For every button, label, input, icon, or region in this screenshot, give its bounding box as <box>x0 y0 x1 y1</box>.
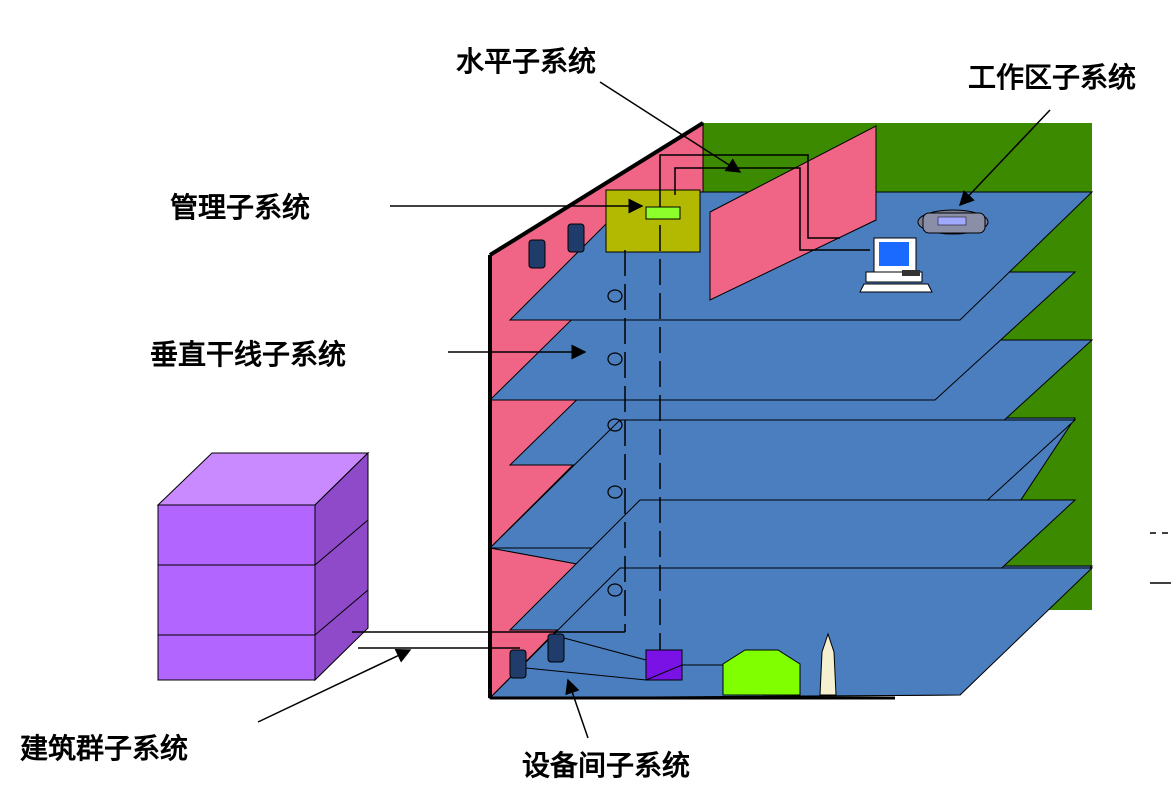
label-building-group-subsystem: 建筑群子系统 <box>20 732 189 765</box>
telephone-icon <box>917 209 989 235</box>
arrow-building-group <box>257 649 412 723</box>
management-module <box>645 206 681 220</box>
arrow-equipment-room <box>565 678 589 739</box>
computer-icon <box>859 237 933 293</box>
rack-icon <box>819 632 837 696</box>
callout-arrows <box>257 81 1051 739</box>
vertical-backbone-cables <box>624 225 661 655</box>
management-panel <box>605 189 701 253</box>
label-management-subsystem: 管理子系统 <box>170 191 311 224</box>
equipment-room-box <box>645 649 683 681</box>
label-horizontal-subsystem: 水平子系统 <box>456 45 597 78</box>
riser-outlets <box>607 289 623 597</box>
cabinet-icon <box>509 223 585 679</box>
building-group-block <box>156 451 370 682</box>
horizontal-cables <box>659 154 870 251</box>
arrow-horizontal <box>599 81 742 173</box>
campus-cables <box>352 631 625 649</box>
equipment-room-cables <box>525 664 723 681</box>
server-icon <box>722 649 801 696</box>
building-edge-top <box>488 121 705 257</box>
label-work-area-subsystem: 工作区子系统 <box>968 61 1137 94</box>
pink-partition-wall <box>709 125 877 301</box>
arrow-work-area <box>958 109 1051 207</box>
floor-plate-ground-b <box>488 567 1094 699</box>
ground-cable <box>563 637 647 661</box>
label-equipment-room-subsystem: 设备间子系统 <box>522 749 691 782</box>
label-vertical-backbone-subsystem: 垂直干线子系统 <box>150 338 347 371</box>
